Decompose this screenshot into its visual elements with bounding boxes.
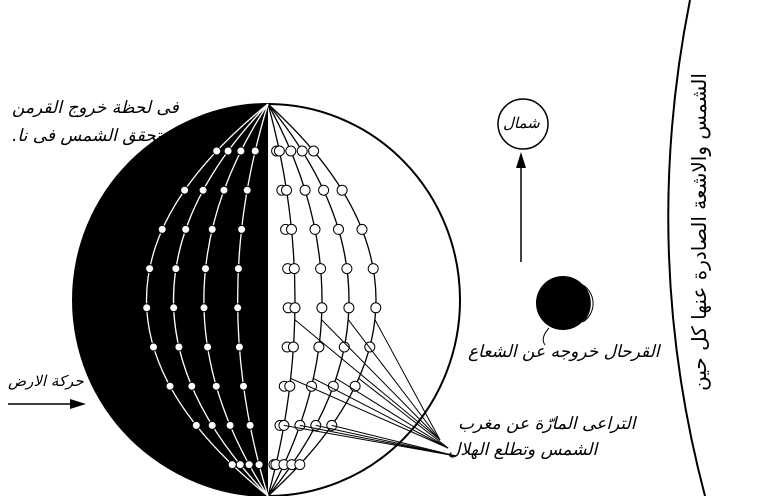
sun-rays-caption: الشمس والاشعة الصادرة عنها كل حين (687, 73, 711, 391)
point-56 (208, 225, 216, 233)
meridian-r0 (268, 104, 295, 496)
point-79 (192, 421, 200, 429)
top-left-label-2: تحقق الشمس فى نا. (12, 126, 161, 146)
earth-night-side (72, 104, 268, 496)
point-59 (204, 343, 212, 351)
point-53 (255, 461, 263, 469)
point-37 (337, 185, 347, 195)
point-14 (288, 342, 298, 352)
point-46 (243, 186, 251, 194)
point-10 (282, 185, 292, 195)
motion-arrow-head (70, 399, 86, 409)
point-64 (199, 186, 207, 194)
point-30 (342, 264, 352, 274)
point-48 (234, 265, 242, 273)
point-77 (150, 343, 158, 351)
point-75 (146, 265, 154, 273)
crescent-caption: القرحال خروجه عن الشعاع (468, 342, 660, 362)
point-74 (158, 225, 166, 233)
leader-3-2 (332, 425, 456, 456)
point-76 (143, 304, 151, 312)
point-52 (246, 421, 254, 429)
top-left-label-1: فى لحظة خروج القرمن (12, 98, 179, 118)
point-12 (289, 264, 299, 274)
point-73 (181, 186, 189, 194)
point-13 (290, 303, 300, 313)
point-21 (316, 264, 326, 274)
point-40 (371, 303, 381, 313)
observer-caption-2: الشمس وتطلع الهلال (448, 440, 597, 460)
point-66 (172, 265, 180, 273)
point-23 (314, 342, 324, 352)
point-54 (237, 147, 245, 155)
point-60 (212, 382, 220, 390)
point-49 (234, 304, 242, 312)
earth-motion-label: حركة الارض (8, 372, 84, 390)
point-19 (300, 185, 310, 195)
point-58 (200, 304, 208, 312)
point-29 (334, 224, 344, 234)
point-45 (251, 147, 259, 155)
point-62 (245, 461, 253, 469)
point-44 (295, 460, 305, 470)
point-68 (175, 343, 183, 351)
moon-disc (536, 276, 590, 330)
point-65 (182, 225, 190, 233)
leader-3-0 (375, 320, 440, 440)
point-57 (202, 265, 210, 273)
point-38 (357, 224, 367, 234)
observer-caption-1: التراعى المارّة عن مغرب (458, 414, 635, 434)
point-15 (285, 381, 295, 391)
north-label: شمال (503, 114, 540, 132)
point-63 (224, 147, 232, 155)
point-69 (188, 382, 196, 390)
point-33 (328, 381, 338, 391)
point-31 (344, 303, 354, 313)
point-47 (238, 225, 246, 233)
point-55 (220, 186, 228, 194)
point-71 (236, 461, 244, 469)
leader-1-0 (322, 320, 441, 440)
point-70 (208, 421, 216, 429)
point-18 (286, 146, 296, 156)
point-27 (297, 146, 307, 156)
leader-2-0 (348, 320, 440, 440)
point-78 (166, 382, 174, 390)
point-11 (287, 224, 297, 234)
point-50 (235, 343, 243, 351)
point-39 (368, 264, 378, 274)
point-80 (228, 461, 236, 469)
point-9 (274, 146, 284, 156)
point-28 (319, 185, 329, 195)
point-72 (213, 147, 221, 155)
point-22 (317, 303, 327, 313)
point-61 (226, 421, 234, 429)
meridian-r2 (268, 104, 349, 496)
point-36 (309, 146, 319, 156)
point-67 (170, 304, 178, 312)
north-arrow-head (516, 152, 526, 168)
point-51 (240, 382, 248, 390)
point-20 (310, 224, 320, 234)
